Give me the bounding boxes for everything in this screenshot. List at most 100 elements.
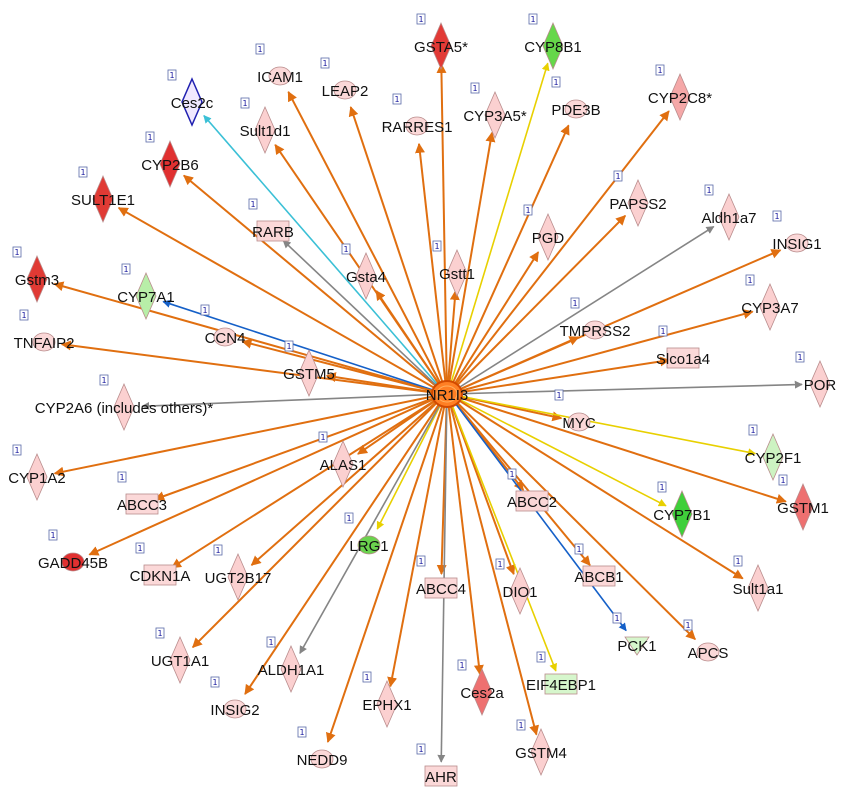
edge-por[interactable] bbox=[460, 380, 803, 395]
edge-aldh1a1[interactable] bbox=[299, 404, 441, 655]
edge-gstm5[interactable] bbox=[325, 372, 434, 394]
edge-cyp2c8[interactable] bbox=[454, 110, 670, 386]
node-gsta5[interactable]: GSTA5*1 bbox=[414, 13, 468, 71]
edge-ces2c[interactable] bbox=[203, 114, 439, 386]
edge-gstm3[interactable] bbox=[53, 281, 434, 392]
edge-cyp1a2[interactable] bbox=[53, 395, 434, 477]
edge-gadd45b[interactable] bbox=[88, 398, 435, 556]
edge-gstm4[interactable] bbox=[449, 405, 539, 736]
hub-node[interactable]: NR1I3 bbox=[426, 380, 469, 408]
node-cyp3a5[interactable]: CYP3A5*1 bbox=[463, 82, 527, 140]
edge-aldh1a7[interactable] bbox=[458, 225, 715, 389]
edge-cyp8b1[interactable] bbox=[450, 62, 550, 383]
edge-cyp7b1[interactable] bbox=[459, 398, 667, 507]
edge-leap2[interactable] bbox=[348, 106, 444, 383]
edge-pgd[interactable] bbox=[453, 251, 540, 385]
edge-abcb1[interactable] bbox=[455, 402, 591, 567]
edge-rarb[interactable] bbox=[282, 239, 438, 387]
edge-tmprss2[interactable] bbox=[459, 336, 580, 391]
edge-cyp3a7[interactable] bbox=[460, 309, 754, 392]
edge-apcs[interactable] bbox=[456, 401, 696, 641]
edge-insig2[interactable] bbox=[244, 403, 441, 695]
edge-ugt1a1[interactable] bbox=[192, 401, 438, 649]
edge-cyp2b6[interactable] bbox=[183, 174, 437, 388]
edge-tnfaip2[interactable] bbox=[60, 340, 434, 394]
edge-eif4ebp1[interactable] bbox=[451, 404, 557, 672]
edge-ces2a[interactable] bbox=[447, 405, 484, 676]
edge-gsta4[interactable] bbox=[375, 290, 440, 385]
edge-gsta5[interactable] bbox=[436, 62, 448, 383]
edge-abcc3[interactable] bbox=[154, 397, 435, 501]
edge-lrg1[interactable] bbox=[376, 404, 442, 530]
edge-pck1[interactable] bbox=[454, 403, 627, 632]
edge-slco1a4[interactable] bbox=[460, 356, 671, 394]
edge-cdkn1a[interactable] bbox=[170, 399, 436, 569]
edge-rarres1[interactable] bbox=[415, 142, 447, 383]
edge-pde3b[interactable] bbox=[451, 124, 570, 384]
edge-papss2[interactable] bbox=[456, 215, 626, 387]
edge-cyp2f1[interactable] bbox=[460, 395, 757, 457]
edge-sult1a1[interactable] bbox=[458, 399, 744, 580]
edge-ephx1[interactable] bbox=[387, 405, 446, 688]
edge-icam1[interactable] bbox=[287, 91, 442, 384]
edge-cyp2a6[interactable] bbox=[141, 393, 434, 410]
node-cyp2c8[interactable]: CYP2C8*1 bbox=[648, 64, 712, 122]
edge-nedd9[interactable] bbox=[326, 405, 444, 743]
edge-cyp3a5[interactable] bbox=[448, 131, 496, 383]
edge-dio1[interactable] bbox=[450, 404, 516, 576]
edge-sult1e1[interactable] bbox=[117, 207, 436, 389]
edge-ccn4[interactable] bbox=[241, 338, 434, 392]
